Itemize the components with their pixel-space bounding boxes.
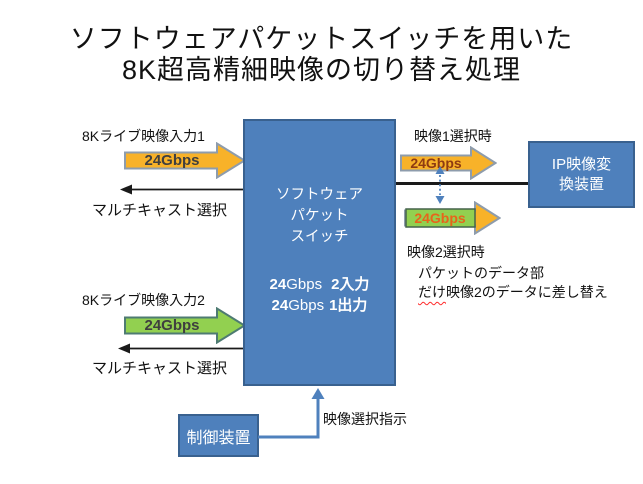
video1-select-label: 映像1選択時 <box>414 128 492 144</box>
double-headed-dotted-arrow-icon <box>435 166 445 204</box>
ip-converter-box: IP映像変 換装置 <box>528 141 635 208</box>
block-arrow-right-icon <box>124 307 246 344</box>
input2-multicast-label: マルチキャスト選択 <box>92 360 228 377</box>
slide-title-line1: ソフトウェアパケットスイッチを用いた <box>69 24 574 54</box>
video2-rate-arrow: 24Gbps <box>404 201 501 235</box>
video2-select-label: 映像2選択時 <box>407 244 485 260</box>
input1-multicast-arrow <box>119 183 246 196</box>
packet-note-line2: だけ映像2のデータに差し替え <box>418 282 608 302</box>
input1-label: 8Kライブ映像入力1 <box>82 128 205 144</box>
input1-rate-arrow: 24Gbps <box>124 142 246 179</box>
control-device-box: 制御装置 <box>178 414 259 457</box>
input2-multicast-arrow <box>117 342 246 355</box>
switch-name-line2: パケット <box>290 208 349 224</box>
block-arrow-right-icon <box>124 142 246 179</box>
converter-line2: 換装置 <box>558 175 604 193</box>
input2-rate-arrow: 24Gbps <box>124 307 246 344</box>
thin-arrow-left-icon <box>120 184 246 195</box>
switch-name-line1: ソフトウェア <box>276 187 363 203</box>
packet-note-line1: パケットのデータ部 <box>418 265 544 281</box>
spec2-unit: Gbps <box>288 297 325 314</box>
slide-title-line2: 8K超高精細映像の切り替え処理 <box>121 55 522 85</box>
spec1-num: 24 <box>269 276 287 293</box>
control-connector-arrow <box>256 386 326 441</box>
video1-rate-arrow: 24Gbps <box>400 146 497 180</box>
input2-label: 8Kライブ映像入力2 <box>82 292 205 308</box>
input1-multicast-label: マルチキャスト選択 <box>92 202 228 219</box>
elbow-arrow-up-icon <box>258 388 325 439</box>
video1-rate-label: 24Gbps <box>410 155 462 171</box>
video2-rate-label: 24Gbps <box>414 210 466 226</box>
output-line <box>396 182 529 185</box>
spec1-unit: Gbps <box>286 276 323 293</box>
spec2-num: 24 <box>271 297 289 314</box>
input2-rate-label: 24Gbps <box>144 317 200 334</box>
control-box-label: 制御装置 <box>186 429 251 447</box>
block-arrow-right-icon <box>400 146 497 180</box>
slide-title: ソフトウェアパケットスイッチを用いた 8K超高精細映像の切り替え処理 <box>0 24 643 86</box>
converter-line1: IP映像変 <box>551 155 612 173</box>
input1-rate-label: 24Gbps <box>144 152 200 169</box>
block-arrow-right-green-overlay-icon <box>404 201 501 235</box>
spec1-io: 2入力 <box>331 276 370 293</box>
spec2-io: 1出力 <box>329 297 368 314</box>
packet-note-rest: 映像2のデータに差し替え <box>446 284 608 300</box>
switch-name-line3: スイッチ <box>290 229 349 245</box>
packet-note-wavy: だけ <box>418 284 446 300</box>
swap-dotted-arrow <box>432 165 448 205</box>
switch-spec-line1: 24Gbps 2入力 <box>270 274 370 295</box>
video-select-signal-label: 映像選択指示 <box>323 411 407 427</box>
thin-arrow-left-icon <box>118 343 246 354</box>
